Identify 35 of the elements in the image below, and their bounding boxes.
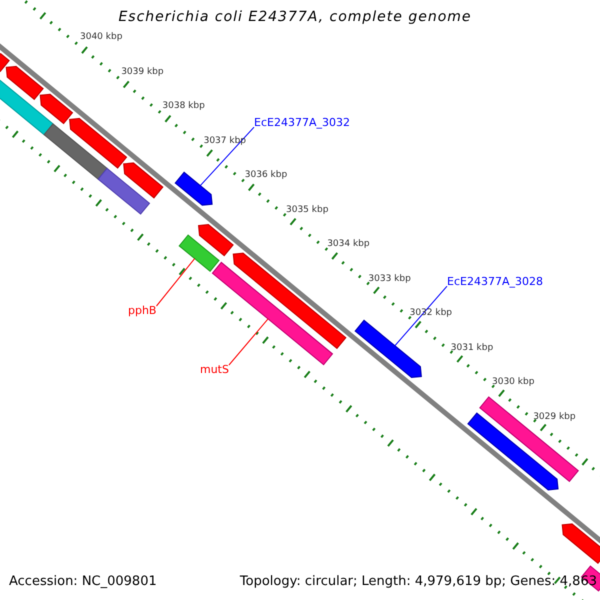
pointed-gene-block — [354, 320, 422, 378]
tick-label: 3033 kbp — [368, 274, 411, 284]
tick-label: 3035 kbp — [286, 204, 328, 216]
leader-line — [228, 318, 268, 366]
gene-label: EcE24377A_3028 — [447, 275, 543, 288]
pointed-gene-block — [562, 523, 600, 564]
gene-label: pphB — [128, 304, 156, 318]
gene-label: mutS — [200, 363, 229, 376]
gene-label: EcE24377A_3032 — [254, 116, 350, 130]
gene-block — [0, 78, 54, 136]
pointed-gene-block — [123, 162, 164, 199]
pointed-gene-block — [69, 118, 128, 169]
tick-label: 3034 kbp — [327, 239, 370, 250]
pointed-gene-block — [467, 412, 559, 490]
tick-label: 3030 kbp — [492, 377, 534, 388]
tick-label: 3040 kbp — [80, 32, 122, 43]
pointed-gene-block — [174, 172, 213, 206]
leader-line — [156, 258, 196, 306]
tick-label: 3031 kbp — [450, 342, 494, 354]
tick-label: 3039 kbp — [121, 66, 164, 78]
tick-label: 3036 kbp — [244, 170, 288, 181]
pointed-gene-block — [198, 224, 234, 256]
gene-block — [43, 123, 108, 180]
accession-text: Accession: NC_009801 — [9, 574, 157, 590]
pointed-gene-block — [232, 252, 347, 350]
tick-label: 3029 kbp — [533, 412, 576, 422]
tick-label: 3038 kbp — [162, 101, 205, 112]
leader-line — [200, 126, 254, 186]
gene-block — [479, 396, 579, 482]
pointed-gene-block — [6, 66, 44, 100]
gene-block — [212, 262, 334, 366]
gene-block — [178, 234, 220, 272]
leader-line — [394, 286, 448, 346]
gene-block — [97, 168, 150, 215]
genome-title: Escherichia coli E24377A, complete genome — [117, 9, 473, 26]
